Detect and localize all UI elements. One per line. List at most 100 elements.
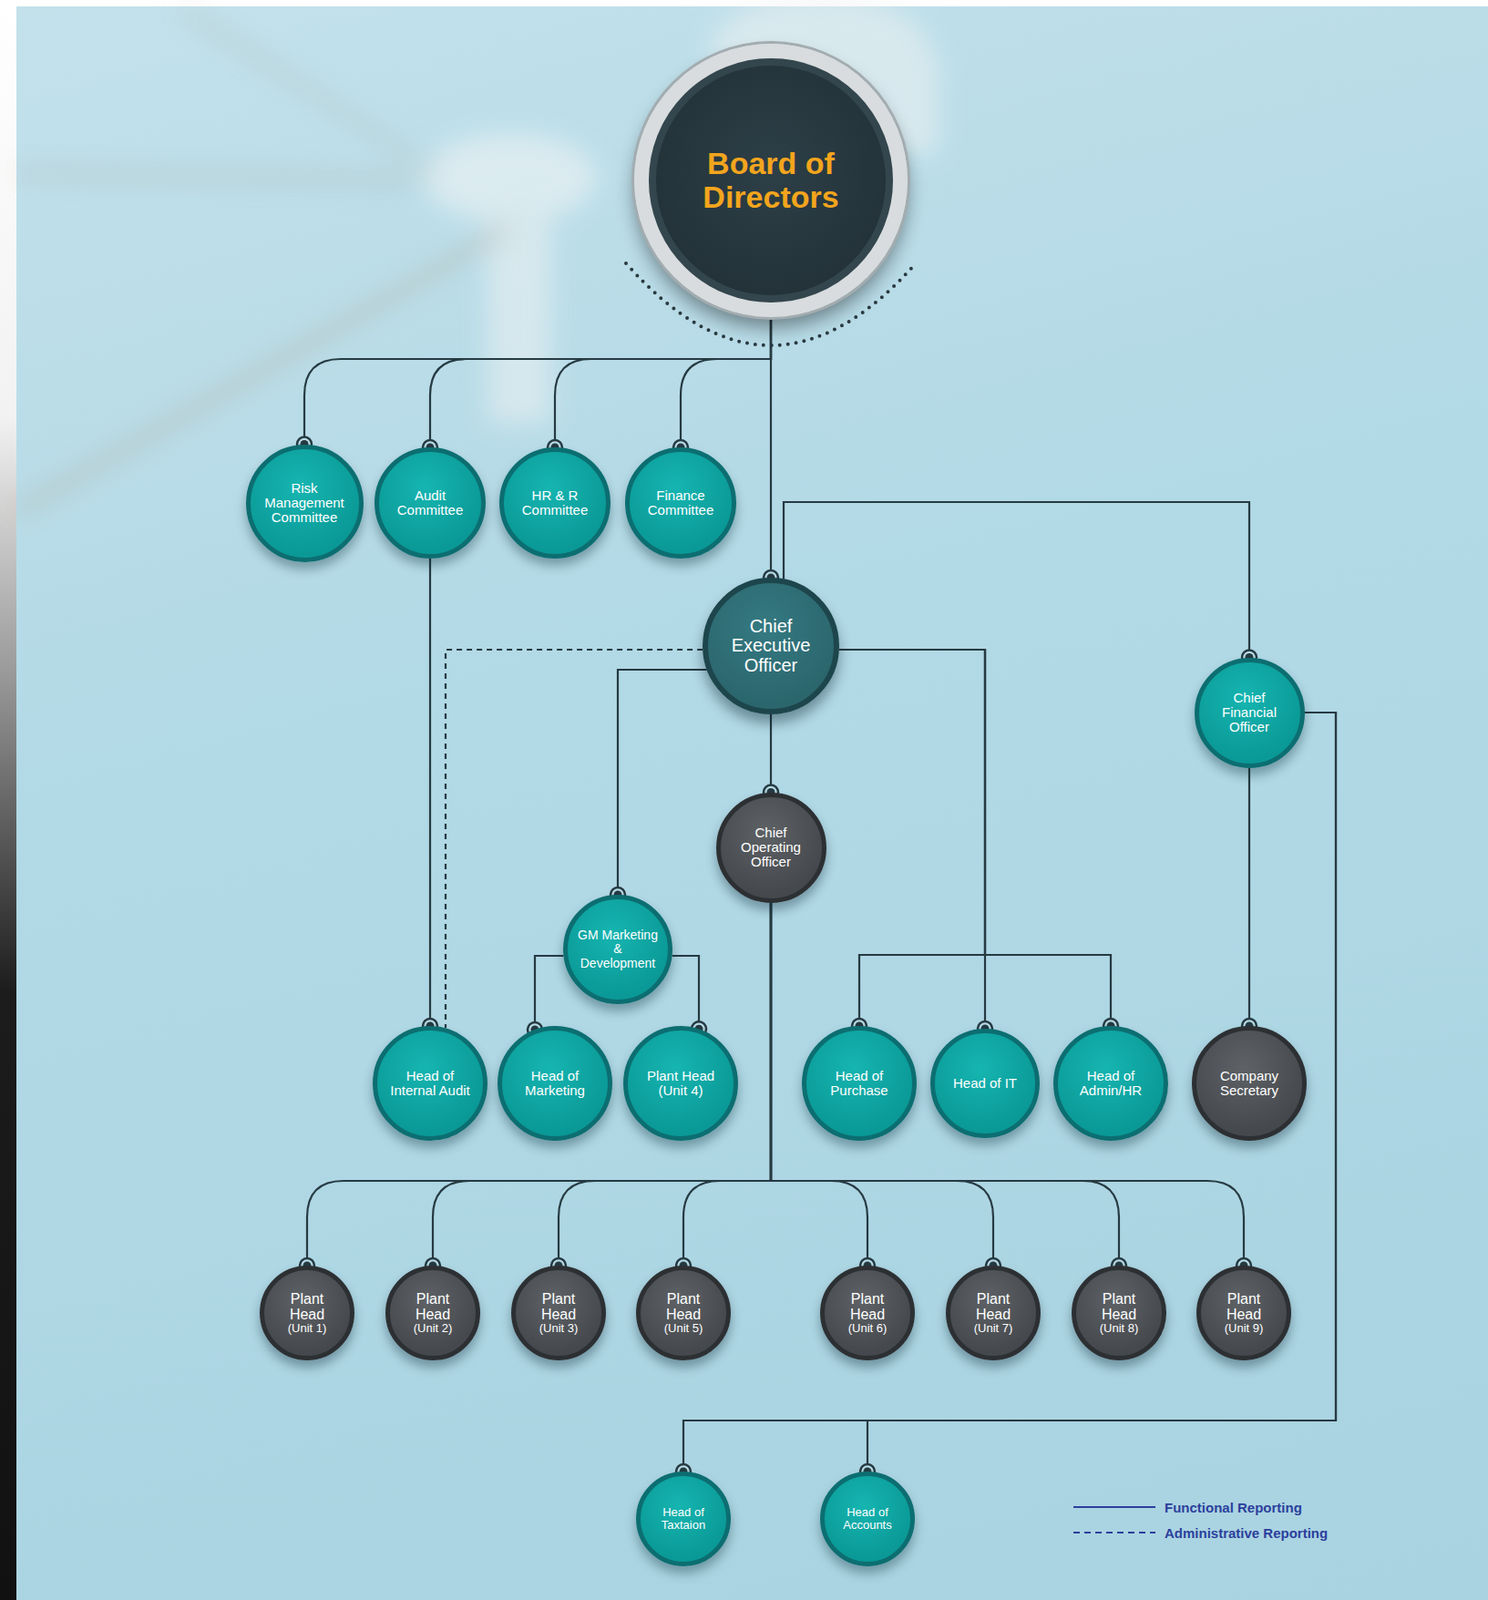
reporting-line [304, 317, 771, 445]
node-label: Plant Head [278, 1291, 336, 1324]
label-group: Head of Accounts [834, 1506, 901, 1532]
head-circle: Plant Head (Unit 4) [623, 1026, 739, 1141]
head-circle: Head of Internal Audit [372, 1026, 488, 1141]
reporting-line [554, 317, 771, 448]
label-group: HR & R Committee [511, 488, 599, 518]
executive-circle: Chief Financial Officer [1194, 657, 1305, 769]
label-group: Board of Directors [670, 146, 872, 214]
node-label: Plant Head [964, 1291, 1022, 1324]
label-group: Chief Executive Officer [719, 616, 822, 677]
plant-circle: Plant Head(Unit 8) [1071, 1265, 1167, 1361]
node-label: Plant Head [404, 1291, 462, 1324]
label-group: Plant Head(Unit 8) [1090, 1291, 1148, 1336]
plant-circle: Plant Head(Unit 1) [259, 1265, 355, 1361]
manager-circle: GM Marketing & Development [563, 894, 673, 1005]
node-label: Head of IT [953, 1076, 1017, 1091]
label-group: Plant Head(Unit 9) [1215, 1291, 1273, 1336]
node-label: (Unit 7) [974, 1322, 1014, 1335]
reporting-line [534, 955, 564, 1030]
node-label: (Unit 6) [848, 1322, 888, 1335]
head-circle: Head of Accounts [820, 1471, 915, 1567]
node-label: Plant Head [1215, 1291, 1273, 1324]
label-group: Plant Head(Unit 5) [655, 1291, 712, 1336]
executive-circle: Chief Operating Officer [716, 792, 827, 904]
legend-text: Administrative Reporting [1164, 1525, 1328, 1541]
legend-row: Functional Reporting [1071, 1494, 1328, 1520]
label-group: Chief Financial Officer [1209, 690, 1290, 736]
committee-circle: HR & R Committee [499, 447, 611, 559]
reporting-line [770, 903, 1244, 1267]
label-group: Head of Marketing [509, 1068, 601, 1099]
node-label: Head of Marketing [509, 1068, 601, 1099]
label-group: Head of Purchase [813, 1068, 905, 1099]
label-group: Risk Management Committee [260, 481, 349, 526]
edge-strip [0, 0, 17, 1600]
head-circle: Company Secretary [1191, 1026, 1307, 1141]
plant-circle: Plant Head(Unit 2) [385, 1265, 481, 1361]
reporting-line [429, 558, 432, 1027]
executive-circle: Chief Executive Officer [702, 577, 840, 715]
node-label: Risk Management Committee [260, 481, 349, 526]
node-label: Chief Executive Officer [719, 616, 822, 677]
node-label: Plant Head [839, 1291, 896, 1324]
legend-line [1073, 1506, 1156, 1509]
node-label: Audit Committee [386, 488, 474, 518]
reporting-line [839, 649, 986, 1027]
label-group: Head of Admin/HR [1065, 1068, 1157, 1099]
label-group: Company Secretary [1203, 1068, 1295, 1099]
legend-text: Functional Reporting [1164, 1499, 1303, 1516]
plant-circle: Plant Head(Unit 6) [820, 1265, 915, 1361]
legend-sample [1071, 1526, 1158, 1540]
string [18, 173, 420, 181]
node-label: Head of Purchase [813, 1068, 905, 1099]
plant-circle: Plant Head(Unit 5) [636, 1265, 731, 1361]
head-circle: Head of Marketing [497, 1026, 613, 1141]
head-circle: Head of Admin/HR [1053, 1026, 1169, 1141]
node-label: Plant Head [530, 1291, 587, 1324]
node-label: Head of Accounts [834, 1506, 901, 1532]
label-group: Finance Committee [636, 488, 725, 518]
node-label: (Unit 8) [1099, 1322, 1140, 1335]
label-group: Plant Head(Unit 1) [278, 1291, 336, 1336]
reporting-line [672, 955, 699, 1029]
node-label: (Unit 3) [539, 1322, 579, 1335]
label-group: Plant Head(Unit 7) [964, 1291, 1022, 1336]
reporting-line [867, 712, 1336, 1472]
board-circle: Board of Directors [634, 43, 908, 318]
reporting-line [430, 317, 771, 448]
node-label: (Unit 5) [664, 1322, 704, 1335]
committee-circle: Risk Management Committee [246, 444, 364, 563]
reporting-line [307, 903, 771, 1267]
node-label: Plant Head [655, 1291, 712, 1324]
plant-circle: Plant Head(Unit 9) [1196, 1265, 1292, 1361]
administrative-line [445, 649, 703, 1028]
legend-sample [1071, 1500, 1158, 1514]
label-group: Audit Committee [386, 488, 474, 518]
node-label: Plant Head [1090, 1291, 1148, 1324]
label-group: Head of Internal Audit [384, 1068, 476, 1099]
label-group: Head of IT [953, 1076, 1017, 1091]
reporting-line [839, 649, 1111, 1027]
reporting-line [683, 712, 1336, 1472]
node-label: Head of Internal Audit [384, 1068, 476, 1099]
reporting-line [839, 649, 986, 1029]
node-label: Finance Committee [636, 488, 725, 518]
label-group: Head of Taxtaion [650, 1506, 717, 1532]
legend: Functional ReportingAdministrative Repor… [1071, 1494, 1328, 1546]
reporting-line [769, 317, 772, 578]
node-label: HR & R Committee [511, 488, 599, 518]
node-label: Plant Head (Unit 4) [635, 1068, 727, 1099]
head-circle: Head of Taxtaion [636, 1471, 731, 1567]
label-group: Plant Head(Unit 3) [530, 1291, 587, 1336]
head-circle: Head of IT [930, 1028, 1040, 1139]
reporting-line [769, 714, 772, 793]
node-label: Board of Directors [670, 146, 872, 214]
node-label: Head of Admin/HR [1065, 1068, 1157, 1099]
head-circle: Head of Purchase [801, 1026, 917, 1141]
reporting-line [617, 669, 708, 895]
committee-circle: Finance Committee [625, 447, 737, 559]
label-group: Plant Head(Unit 6) [839, 1291, 896, 1336]
node-label: GM Marketing & Development [577, 928, 658, 970]
reporting-line [680, 317, 771, 448]
